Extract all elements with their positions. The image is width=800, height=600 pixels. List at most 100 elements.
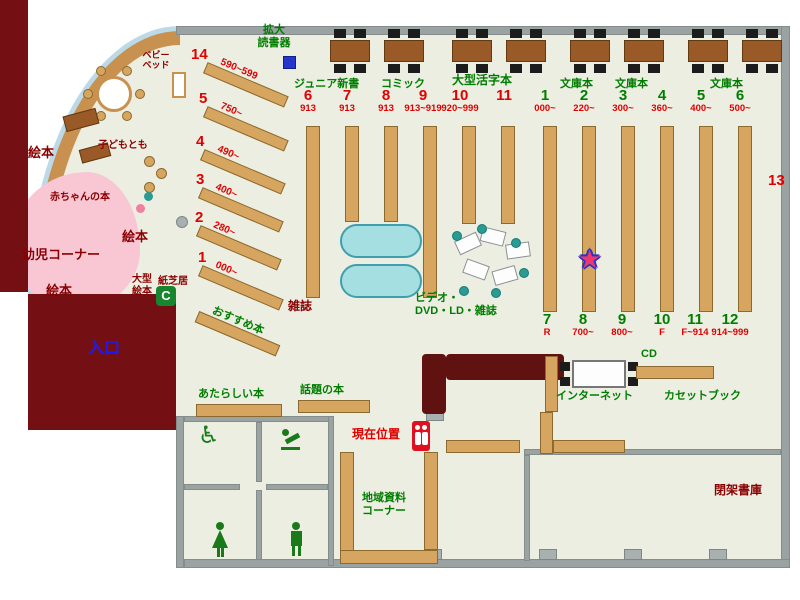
label-heika-shoko: 閉架書庫 bbox=[714, 483, 763, 497]
shelf-range: F bbox=[659, 326, 665, 338]
baby-changing-icon bbox=[280, 428, 302, 454]
shelf-range: 913 bbox=[339, 102, 355, 114]
shelf-range: 800~ bbox=[611, 326, 633, 338]
shelf-number: 7 bbox=[342, 87, 352, 104]
service-counter bbox=[422, 354, 446, 414]
chair bbox=[692, 64, 704, 73]
wall-right bbox=[781, 26, 790, 568]
shelf-number: 9 bbox=[418, 87, 428, 104]
outside-area bbox=[0, 430, 176, 600]
mens-toilet-icon bbox=[286, 522, 306, 560]
shelf-range: 920~999 bbox=[441, 102, 479, 114]
shelf-number: 2 bbox=[579, 87, 589, 104]
shelf-bar bbox=[636, 366, 714, 379]
label-iriguchi: 入口 bbox=[88, 340, 121, 357]
shelf-number: 4 bbox=[657, 87, 667, 104]
shelf-bar bbox=[699, 126, 713, 312]
chair bbox=[408, 64, 420, 73]
av-stool bbox=[519, 268, 529, 278]
chair bbox=[354, 64, 366, 73]
pillar bbox=[709, 549, 727, 560]
shelf-number-top-left-11: 11 bbox=[482, 88, 526, 104]
baby-bed-icon bbox=[172, 72, 186, 98]
restroom-wall-h2 bbox=[266, 484, 328, 490]
chair bbox=[560, 362, 570, 371]
reading-table bbox=[330, 40, 370, 62]
av-stool bbox=[511, 238, 521, 248]
chair bbox=[574, 64, 586, 73]
chair bbox=[594, 29, 606, 38]
womens-toilet-icon bbox=[210, 522, 230, 560]
chair bbox=[456, 29, 468, 38]
reading-table bbox=[452, 40, 492, 62]
shelf-number: 11 bbox=[496, 87, 512, 104]
shelf-number: 7 bbox=[542, 311, 552, 328]
chair bbox=[628, 64, 640, 73]
chair bbox=[408, 29, 420, 38]
shelf-range: 300~ bbox=[612, 102, 634, 114]
wall-left-lower bbox=[176, 416, 184, 568]
kids-round-table bbox=[96, 76, 132, 112]
shelf-number-5: 5 bbox=[199, 90, 208, 107]
shelf-bar bbox=[545, 356, 558, 412]
label-shelf-13: 13 bbox=[768, 172, 785, 189]
shelf-number: 6 bbox=[735, 87, 745, 104]
shelf-bar bbox=[543, 126, 557, 312]
reading-table bbox=[506, 40, 546, 62]
chair bbox=[628, 377, 638, 386]
shelf-number-2: 2 bbox=[195, 209, 204, 226]
label-cd: CD bbox=[641, 348, 657, 360]
label-bunkobon-3: 文庫本 bbox=[710, 78, 743, 90]
shelf-bar bbox=[621, 126, 635, 312]
shelf-bar bbox=[384, 126, 398, 222]
shelf-number: 1 bbox=[540, 87, 550, 104]
kids-chair bbox=[96, 66, 106, 76]
shelf-number: 12 bbox=[721, 311, 739, 328]
shelf-number: 11 bbox=[687, 311, 703, 328]
c-marker-icon: C bbox=[156, 286, 176, 306]
shelf-range: R bbox=[543, 326, 551, 338]
shelf-bar bbox=[540, 412, 553, 454]
shelf-range: 913 bbox=[378, 102, 394, 114]
pillar bbox=[624, 549, 642, 560]
shelf-number: 5 bbox=[696, 87, 706, 104]
shelf-number-1: 1 bbox=[198, 249, 207, 266]
chair bbox=[530, 29, 542, 38]
label-zasshi: 雑誌 bbox=[288, 299, 313, 313]
shelf-number: 8 bbox=[578, 311, 588, 328]
shelf-range: 400~ bbox=[690, 102, 712, 114]
shelf-number: 9 bbox=[617, 311, 627, 328]
shelf-bar bbox=[446, 440, 520, 453]
chair bbox=[574, 29, 586, 38]
label-kakudai-dokushoki: 拡大 読書器 bbox=[257, 24, 291, 49]
shelf-bar bbox=[462, 126, 476, 224]
wheelchair-icon: ♿ bbox=[198, 422, 220, 449]
wall-bottom bbox=[184, 559, 790, 568]
infant-corner-area bbox=[14, 172, 140, 312]
shelf-range: 500~ bbox=[729, 102, 751, 114]
label-chiiki-shiryo-corner: 地域資料 コーナー bbox=[362, 492, 406, 517]
reading-table bbox=[742, 40, 782, 62]
reading-table bbox=[688, 40, 728, 62]
chair bbox=[766, 29, 778, 38]
chair bbox=[628, 362, 638, 371]
chair bbox=[510, 64, 522, 73]
shelf-bar bbox=[501, 126, 515, 224]
lamp-icon bbox=[176, 216, 188, 228]
magazine-reading-table bbox=[340, 224, 422, 258]
magazine-reading-table bbox=[340, 264, 422, 298]
shelf-bar bbox=[553, 440, 625, 453]
label-comic: コミック bbox=[381, 78, 425, 90]
label-ehon-2: 絵本 bbox=[122, 229, 149, 244]
stack-wall-left bbox=[524, 455, 530, 561]
label-bunkobon-1: 文庫本 bbox=[560, 78, 593, 90]
chair bbox=[712, 64, 724, 73]
shelf-bar bbox=[196, 404, 282, 417]
chair bbox=[388, 29, 400, 38]
